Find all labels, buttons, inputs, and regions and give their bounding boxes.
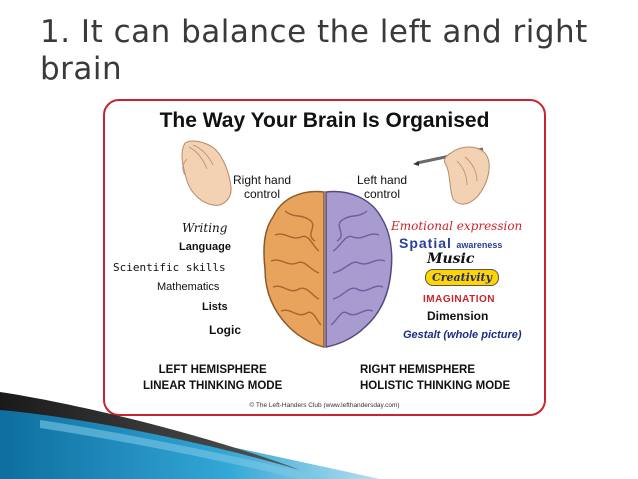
right-word-emotional-expression: Emotional expression (391, 219, 523, 233)
pen-hand-icon (413, 146, 490, 205)
brain-figure: The Way Your Brain Is Organised Right ha… (103, 99, 546, 416)
left-word-scientific-skills: Scientific skills (113, 261, 226, 274)
left-hemisphere-title: LEFT HEMISPHERE (158, 364, 267, 376)
right-word-awareness: awareness (456, 240, 503, 250)
right-word-dimension: Dimension (427, 309, 489, 323)
brain-icon (263, 190, 393, 348)
left-hemisphere-caption: LEFT HEMISPHERE LINEAR THINKING MODE (143, 362, 282, 394)
figure-credit: © The Left-Handers Club (www.lefthanders… (249, 402, 400, 409)
left-hand-label-line-1: Left hand (357, 173, 408, 187)
left-word-logic: Logic (209, 323, 241, 337)
right-hand-label-line-1: Right hand (233, 173, 292, 187)
slide-title-line-2: brain (40, 51, 123, 87)
left-word-writing: Writing (182, 221, 228, 235)
right-hand-label-line-2: control (244, 187, 281, 201)
right-word-music: Music (427, 251, 475, 267)
writing-hand-icon (181, 140, 232, 206)
slide-title-line-1: 1. It can balance the left and right (40, 14, 588, 50)
right-word-creativity: Creativity (425, 269, 499, 286)
left-word-lists: Lists (202, 301, 228, 313)
left-word-mathematics: Mathematics (157, 281, 220, 293)
left-hand-control-label: Left hand control (357, 173, 407, 201)
left-hemisphere-mode: LINEAR THINKING MODE (143, 380, 283, 392)
brain-illustration (181, 140, 490, 348)
right-word-spatial-awareness: Spatial awareness (399, 235, 502, 253)
slide-title: 1. It can balance the left and right bra… (40, 14, 610, 88)
right-hand-control-label: Right hand control (233, 173, 291, 201)
right-word-imagination: IMAGINATION (423, 294, 495, 305)
left-word-language: Language (179, 241, 231, 253)
figure-title: The Way Your Brain Is Organised (159, 109, 490, 132)
left-hand-label-line-2: control (364, 187, 401, 201)
right-word-spatial: Spatial (399, 235, 452, 251)
right-hemisphere-caption: RIGHT HEMISPHERE HOLISTIC THINKING MODE (360, 362, 510, 394)
right-hemisphere-title: RIGHT HEMISPHERE (360, 364, 476, 376)
right-word-gestalt: Gestalt (whole picture) (403, 329, 522, 341)
right-hemisphere-mode: HOLISTIC THINKING MODE (360, 380, 511, 392)
